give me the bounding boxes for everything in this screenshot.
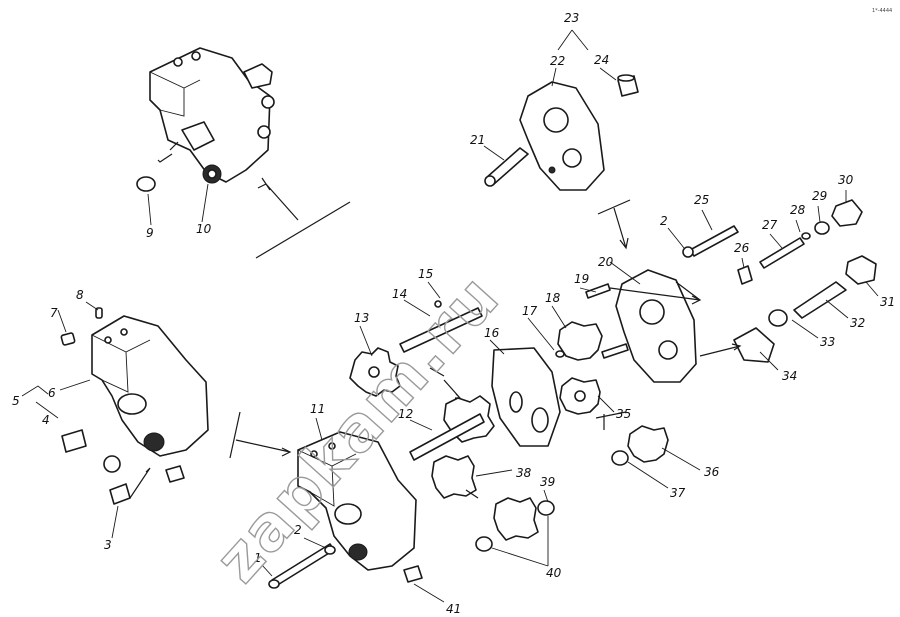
callout-35: 35 [616,407,631,421]
callout-27: 27 [762,218,778,232]
callout-1: 1 [254,551,262,565]
callout-2b: 2 [660,214,668,228]
callout-8: 8 [76,288,84,302]
callout-32: 32 [850,316,865,330]
callout-26: 26 [734,241,750,255]
assembled-pump-top [136,47,275,192]
callout-13: 13 [354,311,369,325]
callout-25: 25 [694,193,709,207]
callout-33: 33 [820,335,835,349]
callout-2: 2 [294,523,302,537]
callout-41: 41 [446,602,461,616]
callout-34: 34 [782,369,797,383]
callout-19: 19 [574,272,589,286]
corner-code: 1*-4444 [872,8,892,14]
callout-7: 7 [50,306,58,320]
callout-17: 17 [522,304,538,318]
callout-23: 23 [564,11,579,25]
callout-10: 10 [196,222,212,236]
callout-12: 12 [398,407,413,421]
part-9-plug [136,176,156,192]
callout-5: 5 [12,394,20,408]
callout-6: 6 [48,386,56,400]
callout-24: 24 [594,53,609,67]
callout-31: 31 [880,295,895,309]
callout-15: 15 [418,267,433,281]
pump-housing-left [60,307,209,505]
pump-cover-top [484,74,639,191]
callout-39: 39 [540,475,555,489]
callout-11: 11 [310,402,325,416]
callout-14: 14 [392,287,407,301]
callout-22: 22 [550,54,565,68]
callout-37: 37 [670,486,686,500]
callout-9: 9 [146,226,154,240]
callout-3: 3 [104,538,112,552]
gear-shaft-group [349,283,669,552]
callout-36: 36 [704,465,720,479]
callout-30: 30 [838,173,854,187]
pump-housing-bottom [268,431,423,589]
callout-38: 38 [516,466,532,480]
callout-18: 18 [545,291,561,305]
callout-28: 28 [790,203,806,217]
callout-20: 20 [598,255,614,269]
callout-16: 16 [484,326,500,340]
callout-29: 29 [812,189,827,203]
callout-21: 21 [470,133,485,147]
pump-cover-right [615,199,877,383]
callout-4: 4 [42,413,50,427]
callout-40: 40 [546,566,562,580]
